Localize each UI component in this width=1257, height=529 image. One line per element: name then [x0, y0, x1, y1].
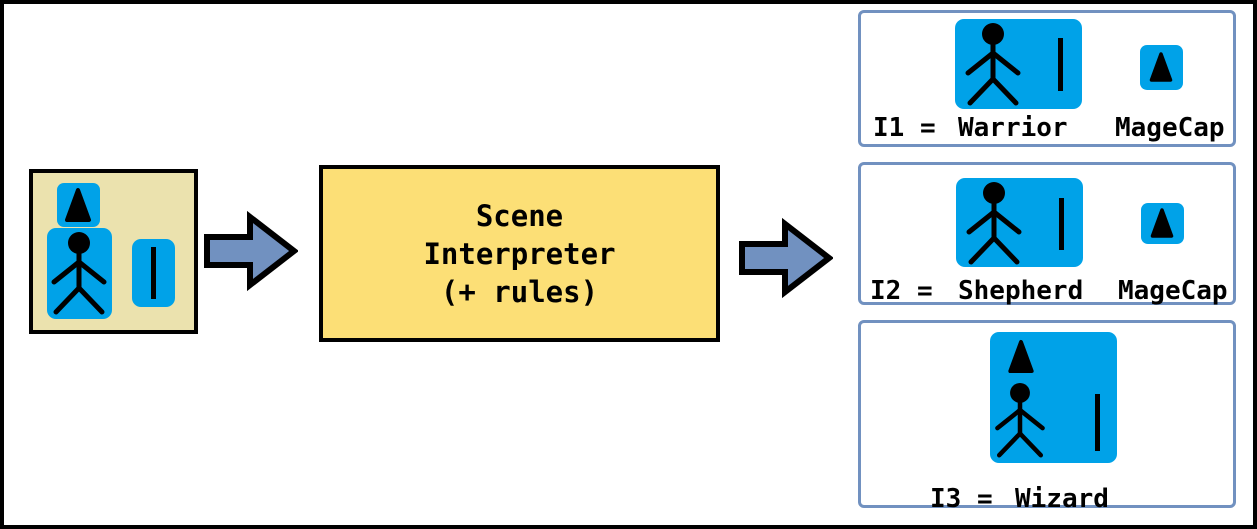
magecap-tile	[1140, 45, 1183, 90]
interpretation-id-label: I2 =	[870, 276, 933, 306]
cone-hat-tile	[57, 183, 100, 227]
interpreter-title-line-1: Scene	[475, 198, 564, 233]
interpretation-item-label: MageCap	[1115, 113, 1225, 143]
interpreter-title-line-3: (+ rules)	[440, 274, 599, 309]
stick-icon	[1095, 394, 1100, 451]
interpreter-title-line-2: Interpreter	[423, 236, 616, 271]
interpretation-item-label: MageCap	[1118, 276, 1228, 306]
stick-tile	[132, 239, 175, 307]
stick-figure-icon	[995, 382, 1045, 458]
arrow-input-to-interpreter-icon	[204, 210, 298, 292]
arrow-interpreter-to-outputs-icon	[739, 217, 833, 299]
interpretation-item-label: Wizard	[1015, 484, 1109, 514]
scene-interpreter-box: Scene Interpreter (+ rules)	[319, 165, 720, 342]
interpretation-panel-2: I2 = Shepherd MageCap	[858, 162, 1236, 305]
shepherd-tile	[956, 178, 1083, 267]
interpretation-panel-1: I1 = Warrior MageCap	[858, 10, 1236, 147]
warrior-tile	[955, 19, 1082, 109]
interpretation-panel-3: I3 = Wizard	[858, 320, 1236, 512]
cone-hat-icon	[65, 188, 91, 222]
stick-figure-tile	[47, 228, 112, 319]
interpretation-item-label: Shepherd	[958, 276, 1084, 306]
stick-figure-icon	[51, 232, 107, 315]
cone-hat-icon	[1149, 52, 1173, 82]
wizard-tile	[990, 332, 1117, 463]
interpretation-id-label: I1 =	[873, 113, 936, 143]
stick-icon	[1059, 198, 1064, 250]
cone-hat-icon	[1150, 208, 1174, 238]
stick-icon	[151, 247, 156, 299]
stick-figure-icon	[965, 23, 1021, 106]
stick-figure-icon	[966, 182, 1022, 265]
cone-hat-icon	[1008, 339, 1034, 374]
interpretation-item-label: Warrior	[958, 113, 1068, 143]
interpretation-id-label: I3 =	[930, 484, 993, 514]
input-scene-box	[29, 169, 198, 334]
magecap-tile	[1141, 203, 1184, 244]
stick-icon	[1058, 38, 1063, 91]
